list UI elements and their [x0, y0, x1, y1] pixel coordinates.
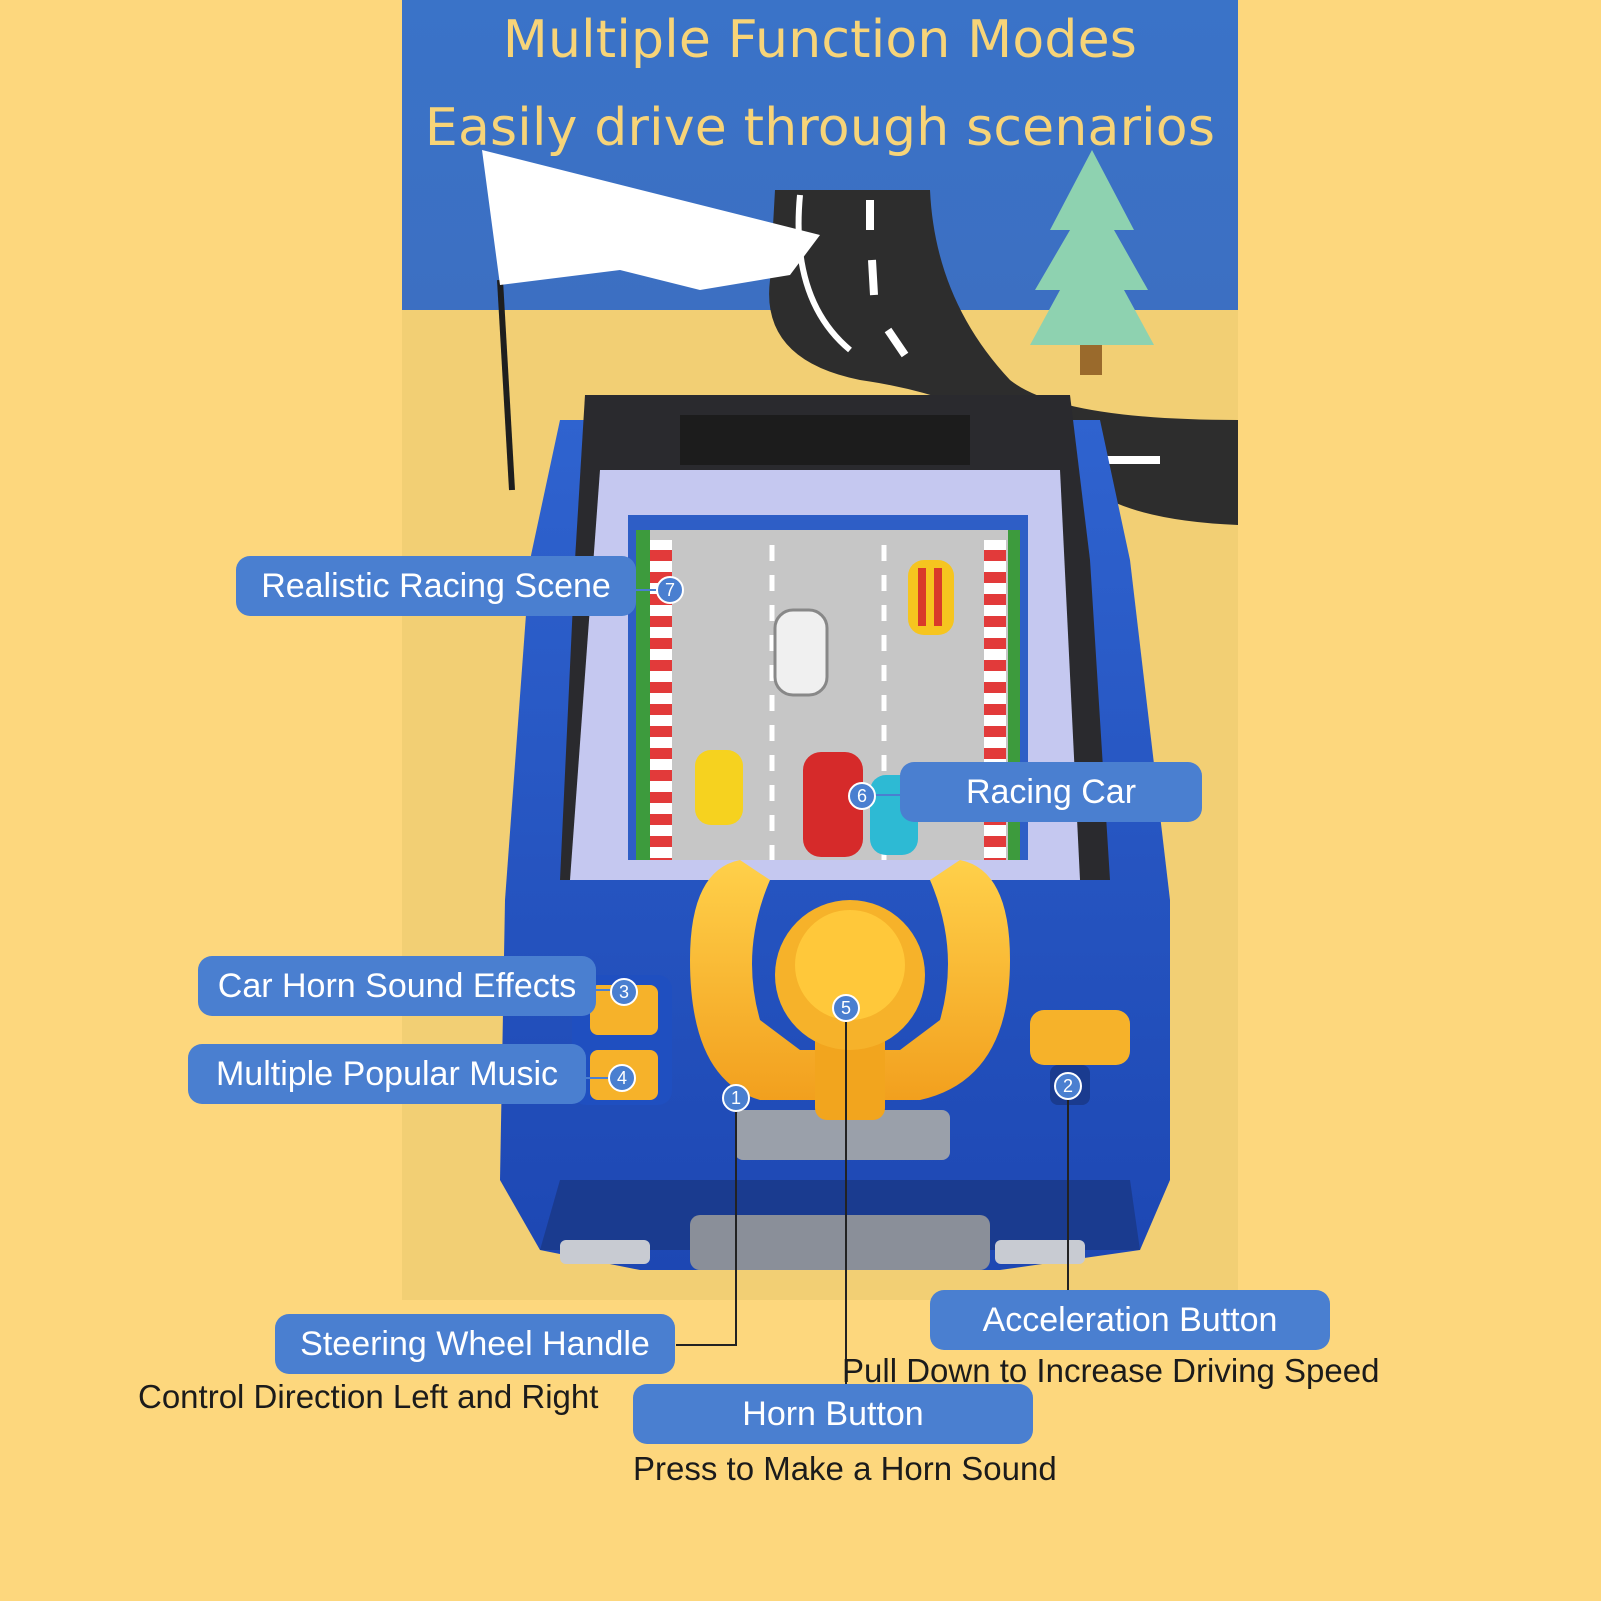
callout-1: 1 [722, 1084, 750, 1112]
label-realistic-racing-scene: Realistic Racing Scene [236, 556, 636, 616]
callout-5: 5 [832, 994, 860, 1022]
label-horn-button: Horn Button [633, 1384, 1033, 1444]
steering-wheel [690, 860, 1010, 1160]
callout-7: 7 [656, 576, 684, 604]
label-acceleration-button: Acceleration Button [930, 1290, 1330, 1350]
callout-6: 6 [848, 782, 876, 810]
description-steering: Control Direction Left and Right [138, 1378, 599, 1415]
headline-line-1: Multiple Function Modes [502, 10, 1138, 70]
leader-lines [585, 589, 1069, 1385]
description-horn: Press to Make a Horn Sound [633, 1450, 1057, 1487]
label-car-horn-sound-effects: Car Horn Sound Effects [198, 956, 596, 1016]
road [769, 190, 1238, 525]
callout-3: 3 [610, 978, 638, 1006]
description-acceleration: Pull Down to Increase Driving Speed [842, 1352, 1380, 1389]
callout-4: 4 [608, 1064, 636, 1092]
callout-2: 2 [1054, 1072, 1082, 1100]
pine-tree-icon [1030, 150, 1154, 375]
side-buttons [572, 975, 672, 1105]
checkered-flag-icon [482, 150, 820, 491]
label-racing-car: Racing Car [900, 762, 1202, 822]
label-steering-wheel-handle: Steering Wheel Handle [275, 1314, 675, 1374]
label-multiple-popular-music: Multiple Popular Music [188, 1044, 586, 1104]
headline-line-2: Easily drive through scenarios [424, 98, 1216, 158]
